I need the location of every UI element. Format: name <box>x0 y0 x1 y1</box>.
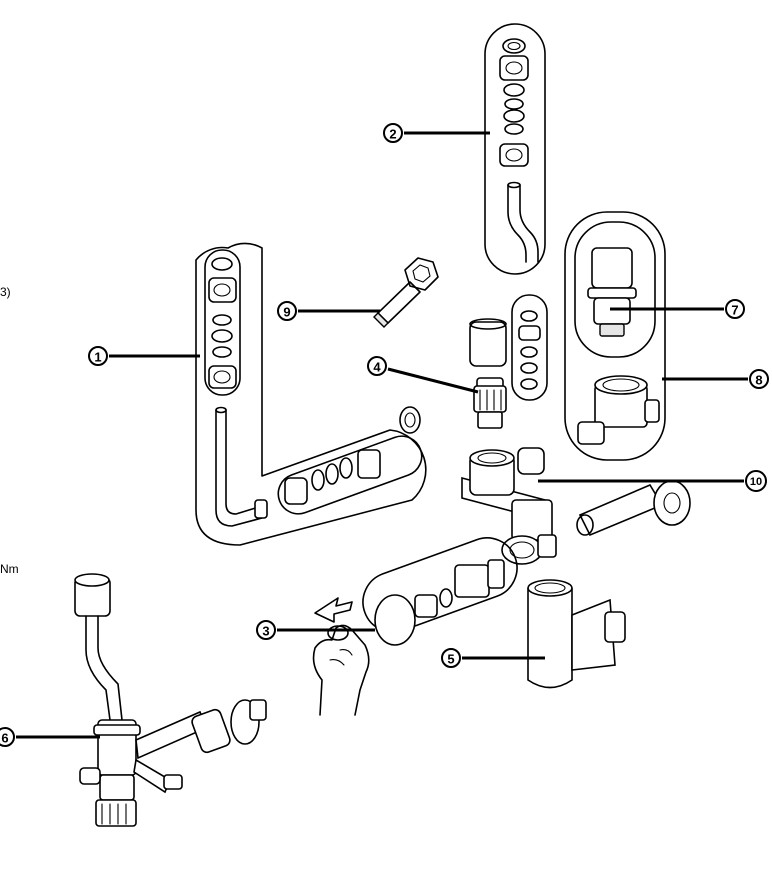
callout-circle <box>367 356 387 376</box>
cartridge-insert <box>469 318 507 429</box>
callout-circle <box>749 369 769 389</box>
kit-1-box <box>195 242 427 546</box>
callout-10: 10 <box>745 470 767 492</box>
callout-3: 3 <box>256 620 276 640</box>
kit-8-box <box>564 211 666 461</box>
callout-2: 2 <box>383 123 403 143</box>
kit-2-fittings <box>499 38 539 263</box>
callout-6: 6 <box>0 727 15 747</box>
margin-text-fragment-b: Nm <box>0 562 19 576</box>
callout-number: 3 <box>262 624 269 639</box>
callout-number: 6 <box>1 731 8 746</box>
cartridge-kit-box <box>362 537 518 646</box>
callout-circle <box>88 346 108 366</box>
pipe-nipple <box>576 480 691 537</box>
callout-4: 4 <box>367 356 387 376</box>
callout-circle <box>277 301 297 321</box>
callout-number: 5 <box>447 652 454 667</box>
callout-circle <box>725 299 745 319</box>
callout-number: 10 <box>750 476 762 488</box>
kit-1-fittings <box>208 257 423 527</box>
kit-2-box <box>484 23 546 275</box>
leader-line-4 <box>387 367 479 394</box>
callout-7: 7 <box>725 299 745 319</box>
callout-number: 9 <box>283 305 290 320</box>
vent-valve <box>587 247 637 337</box>
callout-number: 1 <box>94 350 101 365</box>
callout-circle <box>745 470 767 492</box>
hand-icon <box>312 624 370 716</box>
callout-9: 9 <box>277 301 297 321</box>
callout-5: 5 <box>441 648 461 668</box>
callout-circle <box>441 648 461 668</box>
callout-number: 2 <box>389 127 396 142</box>
callout-1: 1 <box>88 346 108 366</box>
kit-small-box <box>511 294 548 401</box>
callout-circle <box>383 123 403 143</box>
tee-housing <box>527 579 626 689</box>
callout-number: 8 <box>755 373 762 388</box>
valve-body <box>461 447 557 565</box>
direction-arrow-icon <box>314 597 353 623</box>
assembled-unit <box>74 573 267 827</box>
hex-key <box>373 257 439 328</box>
callout-number: 7 <box>731 303 738 318</box>
margin-text-fragment-a: 3) <box>0 285 11 299</box>
leader-lines <box>16 131 748 739</box>
callout-circle <box>256 620 276 640</box>
callout-circle <box>0 727 15 747</box>
tee-fitting-kit8 <box>577 375 660 445</box>
callout-8: 8 <box>749 369 769 389</box>
callout-number: 4 <box>373 360 381 375</box>
